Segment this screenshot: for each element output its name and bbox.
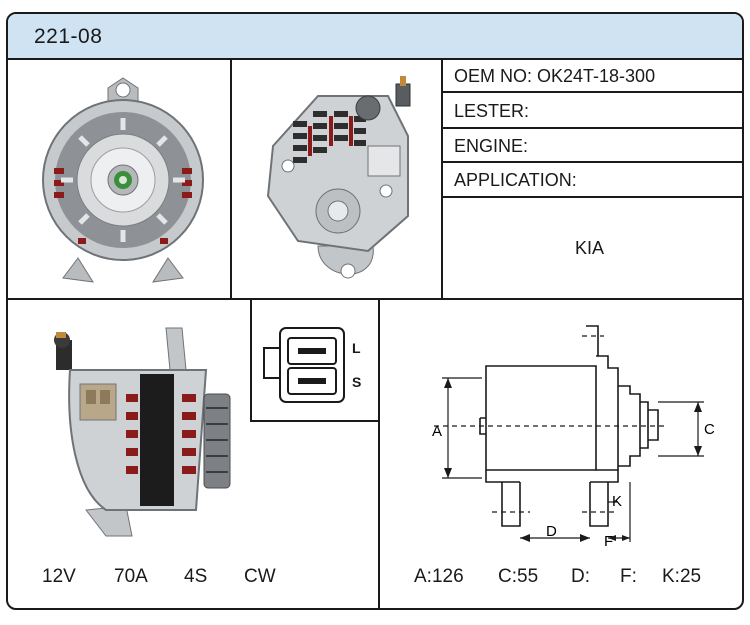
dim-value-k: K:25 xyxy=(662,566,702,587)
divider-col-front-side xyxy=(230,60,232,300)
part-number-title: 221-08 xyxy=(34,25,103,48)
dim-label-c: C xyxy=(704,421,715,438)
dim-label-a: A xyxy=(432,423,442,440)
spec-voltage: 12V xyxy=(42,566,76,587)
dim-value-c: C:55 xyxy=(498,566,539,587)
dim-label-f: F xyxy=(604,533,613,550)
spec-grooves: 4S xyxy=(184,566,208,587)
divider-info-row3 xyxy=(441,161,742,163)
alternator-rear-photo xyxy=(266,76,411,279)
dim-value-a: A:126 xyxy=(414,566,464,587)
lester-field: LESTER: xyxy=(454,101,530,121)
connector-label-s: S xyxy=(352,374,362,390)
divider-info-row1 xyxy=(441,91,742,93)
alternator-side-photo xyxy=(54,327,231,537)
dim-label-d: D xyxy=(546,523,557,540)
connector-label-l: L xyxy=(352,340,361,356)
dim-label-k: K xyxy=(612,493,622,510)
header-bar: 221-08 xyxy=(8,14,742,60)
alternator-front-photo xyxy=(42,77,204,283)
dimension-diagram: A C D F K xyxy=(432,325,715,550)
divider-col-photo-diagram xyxy=(378,300,380,608)
oem-number: OEM NO: OK24T-18-300 xyxy=(454,66,656,86)
dim-value-d: D: xyxy=(571,566,590,587)
connector-plug-diagram xyxy=(263,327,345,403)
application-field: APPLICATION: xyxy=(454,170,577,190)
dim-value-f: F: xyxy=(620,566,637,587)
divider-top-row-bottom xyxy=(8,298,742,300)
divider-info-row4 xyxy=(441,196,742,198)
divider-connector-bottom xyxy=(250,420,380,422)
spec-rotation: CW xyxy=(244,566,276,587)
engine-field: ENGINE: xyxy=(454,136,529,156)
divider-connector-left xyxy=(250,300,252,422)
product-sheet: 221-08 OEM NO: OK24T-18-300 LESTER: ENGI… xyxy=(6,12,744,610)
application-value: KIA xyxy=(575,238,605,258)
spec-amperage: 70A xyxy=(114,566,148,587)
divider-col-side-info xyxy=(441,60,443,300)
divider-info-row2 xyxy=(441,127,742,129)
